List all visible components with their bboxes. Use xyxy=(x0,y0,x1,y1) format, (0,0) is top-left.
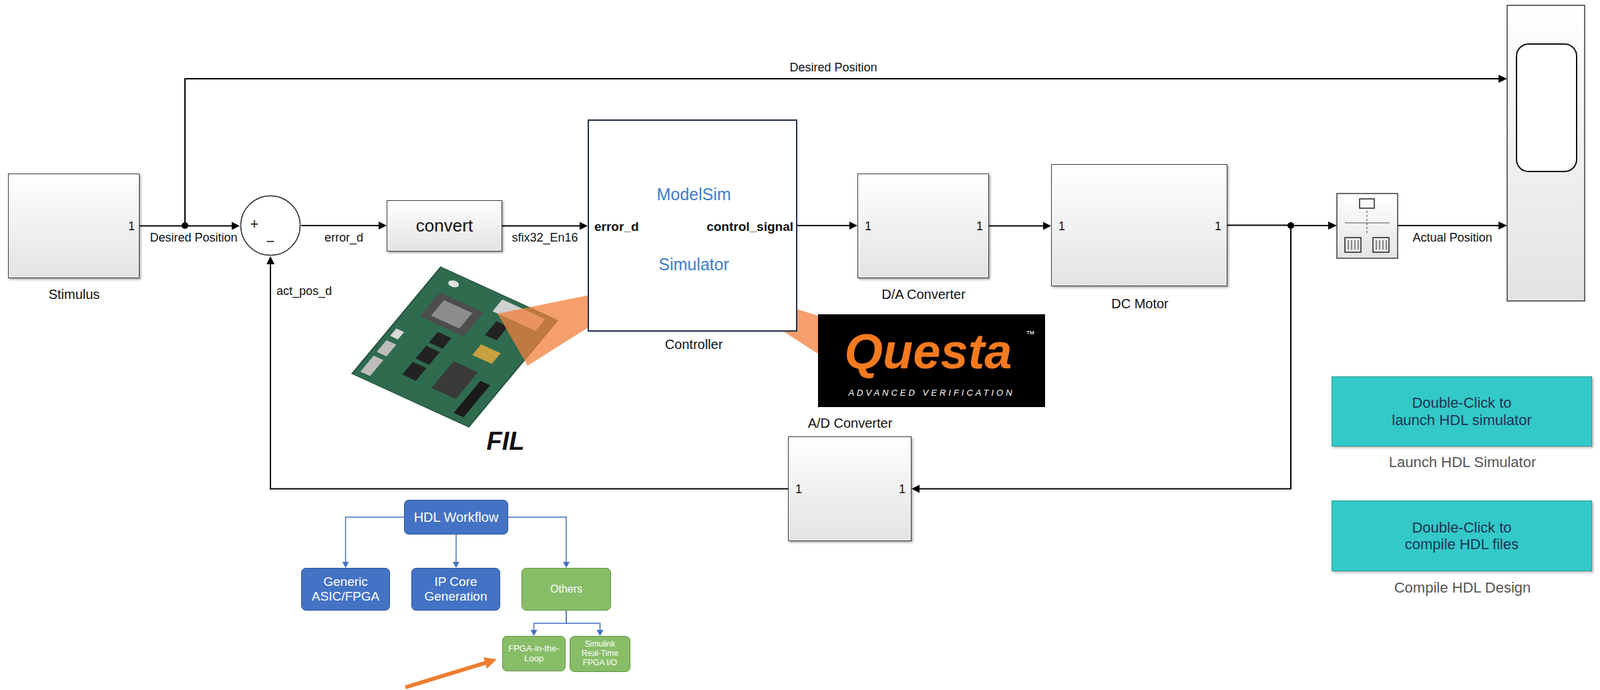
function-block: convert xyxy=(386,200,503,252)
logo-text: Questa xyxy=(844,323,1013,380)
signal-line xyxy=(797,221,858,230)
port-number: 1 xyxy=(1214,219,1222,234)
arrowhead xyxy=(452,562,460,569)
scope-block xyxy=(1507,5,1585,302)
tree-connector xyxy=(566,611,604,637)
plant-block: 11DC Motor xyxy=(1051,164,1228,287)
arrowhead xyxy=(378,221,387,230)
arrowhead xyxy=(342,562,350,569)
signal-name: Actual Position xyxy=(1412,231,1492,246)
logo-tagline: ADVANCED VERIFICATION xyxy=(848,388,1015,399)
connector-path xyxy=(455,534,457,563)
sign: − xyxy=(266,233,276,250)
port-name: control_signal xyxy=(706,219,794,235)
box-text: IP Core Generation xyxy=(416,574,496,605)
port-name: error_d xyxy=(594,219,640,235)
sum-circle-outline xyxy=(241,196,301,256)
signal-line xyxy=(301,221,387,230)
callout-label: FIL xyxy=(484,427,528,457)
button-text: Double-Click to compile HDL files xyxy=(1390,519,1534,554)
signal-name: Desired Position xyxy=(789,60,877,75)
signal-line xyxy=(988,222,1052,231)
arrowhead xyxy=(231,222,240,231)
port-number: 1 xyxy=(1058,219,1066,234)
pointer-arrow xyxy=(405,657,497,688)
port-number: 1 xyxy=(976,219,983,234)
port-number: 1 xyxy=(864,219,872,234)
block-name: D/A Converter xyxy=(881,287,966,303)
arrowhead xyxy=(266,256,275,265)
sum-block: +− xyxy=(239,194,302,257)
source-block: 1Stimulus xyxy=(8,173,140,279)
block-name: Stimulus xyxy=(48,287,101,303)
sign: + xyxy=(250,215,260,233)
arrowhead xyxy=(579,222,588,231)
connector-path xyxy=(502,225,581,228)
box-text: Others xyxy=(550,583,583,596)
logo-box: Questa ™ ADVANCED VERIFICATION xyxy=(818,314,1046,408)
tree-connector xyxy=(342,517,405,569)
box-text: HDL Workflow xyxy=(414,510,499,526)
connector-path xyxy=(988,225,1044,228)
block-name: Compile HDL Design xyxy=(1394,579,1532,597)
block-name: Controller xyxy=(665,337,724,353)
block-name: Launch HDL Simulator xyxy=(1388,454,1537,471)
signal-name: error_d xyxy=(324,231,364,246)
box-text: Generic ASIC/FPGA xyxy=(305,574,386,605)
workflow-box: IP Core Generation xyxy=(411,568,501,612)
signal-wires xyxy=(184,78,1500,226)
tree-connector xyxy=(452,534,460,569)
workflow-box: HDL Workflow xyxy=(404,500,509,535)
action-button: Double-Click to launch HDL simulatorLaun… xyxy=(1331,376,1592,447)
arrowhead xyxy=(562,562,570,569)
port-number: 1 xyxy=(128,219,135,234)
arrowhead xyxy=(596,630,604,637)
workflow-box: FPGA-in-the-Loop xyxy=(502,636,566,672)
port-number: 1 xyxy=(795,482,803,497)
arrowheads xyxy=(181,74,1508,230)
box-text: Simulink Real-Time FPGA I/O xyxy=(574,640,626,668)
connector-path xyxy=(566,611,601,632)
arrowhead xyxy=(530,630,538,637)
connector-path xyxy=(139,225,233,228)
rate-transition-block xyxy=(1336,193,1398,259)
arrowhead xyxy=(1043,222,1052,231)
signal-name: Desired Position xyxy=(149,231,238,246)
converter-block: 11D/A Converter xyxy=(857,173,989,279)
connector-path xyxy=(508,517,567,563)
workflow-box: Others xyxy=(521,568,612,612)
signal-line xyxy=(502,222,588,231)
connector-path xyxy=(797,225,851,227)
block-text: convert xyxy=(416,216,473,237)
tree-connector xyxy=(530,611,567,637)
workflow-box: Simulink Real-Time FPGA I/O xyxy=(569,636,631,673)
workflow-box: Generic ASIC/FPGA xyxy=(301,568,390,612)
converter-block: A/D Converter11 xyxy=(787,436,912,542)
signal-name: act_pos_d xyxy=(276,284,332,299)
button-text: Double-Click to launch HDL simulator xyxy=(1390,394,1534,429)
box-text: FPGA-in-the-Loop xyxy=(506,644,561,665)
connector-path xyxy=(345,517,405,563)
block-name: A/D Converter xyxy=(808,416,893,432)
signal-name: sfix32_En16 xyxy=(511,231,578,246)
connector-path xyxy=(301,225,380,227)
trademark: ™ xyxy=(1026,329,1036,340)
action-button: Double-Click to compile HDL filesCompile… xyxy=(1331,500,1592,572)
block-name: DC Motor xyxy=(1111,296,1169,312)
cosim-block: ModelSimSimulatorerror_dcontrol_signalCo… xyxy=(587,119,798,332)
arrowhead xyxy=(911,485,920,494)
logo-text: Simulator xyxy=(658,255,730,275)
logo-text: ModelSim xyxy=(656,184,731,205)
connector-path xyxy=(534,611,567,632)
tree-connector xyxy=(508,517,570,569)
signal-line xyxy=(139,222,240,231)
port-number: 1 xyxy=(898,482,906,497)
arrowhead xyxy=(849,221,858,230)
